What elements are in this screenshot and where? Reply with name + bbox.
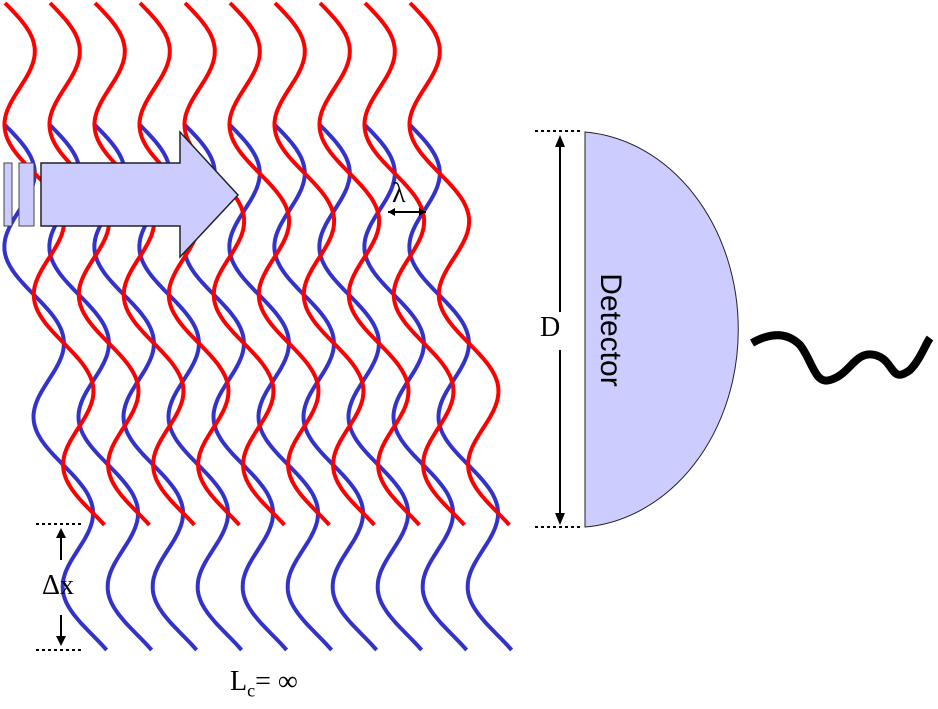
blue-wave bbox=[2, 123, 109, 652]
coherence-sub: c bbox=[247, 680, 256, 701]
red-wave bbox=[227, 1, 331, 527]
detector-shape bbox=[584, 131, 739, 528]
red-wave bbox=[362, 1, 466, 527]
red-wave bbox=[47, 1, 151, 527]
red-wave bbox=[2, 1, 106, 527]
red-waves bbox=[2, 1, 511, 527]
red-wave bbox=[272, 1, 376, 527]
arrow-tail-bar-1 bbox=[3, 162, 13, 227]
arrow-tail-bar-2 bbox=[18, 162, 35, 227]
red-wave bbox=[137, 1, 241, 527]
arrow-body bbox=[40, 130, 240, 259]
diameter-label: D bbox=[540, 312, 561, 344]
incoming-arrow bbox=[3, 130, 240, 259]
coherence-l: L bbox=[230, 666, 248, 697]
delta-x-marker bbox=[36, 523, 82, 651]
coherence-infinity: = ∞ bbox=[255, 666, 298, 697]
red-wave bbox=[407, 1, 511, 527]
detector-label: Detector bbox=[594, 273, 627, 387]
red-wave bbox=[182, 1, 286, 527]
diameter-marker bbox=[535, 130, 580, 528]
signal-cable bbox=[750, 331, 934, 385]
delta-x-label: Δx bbox=[42, 570, 75, 601]
wavelength-label: λ bbox=[392, 178, 406, 209]
red-wave bbox=[92, 1, 196, 527]
wavelength-marker bbox=[388, 208, 426, 216]
coherence-length-label: Lc= ∞ bbox=[230, 666, 298, 702]
red-wave bbox=[317, 1, 421, 527]
